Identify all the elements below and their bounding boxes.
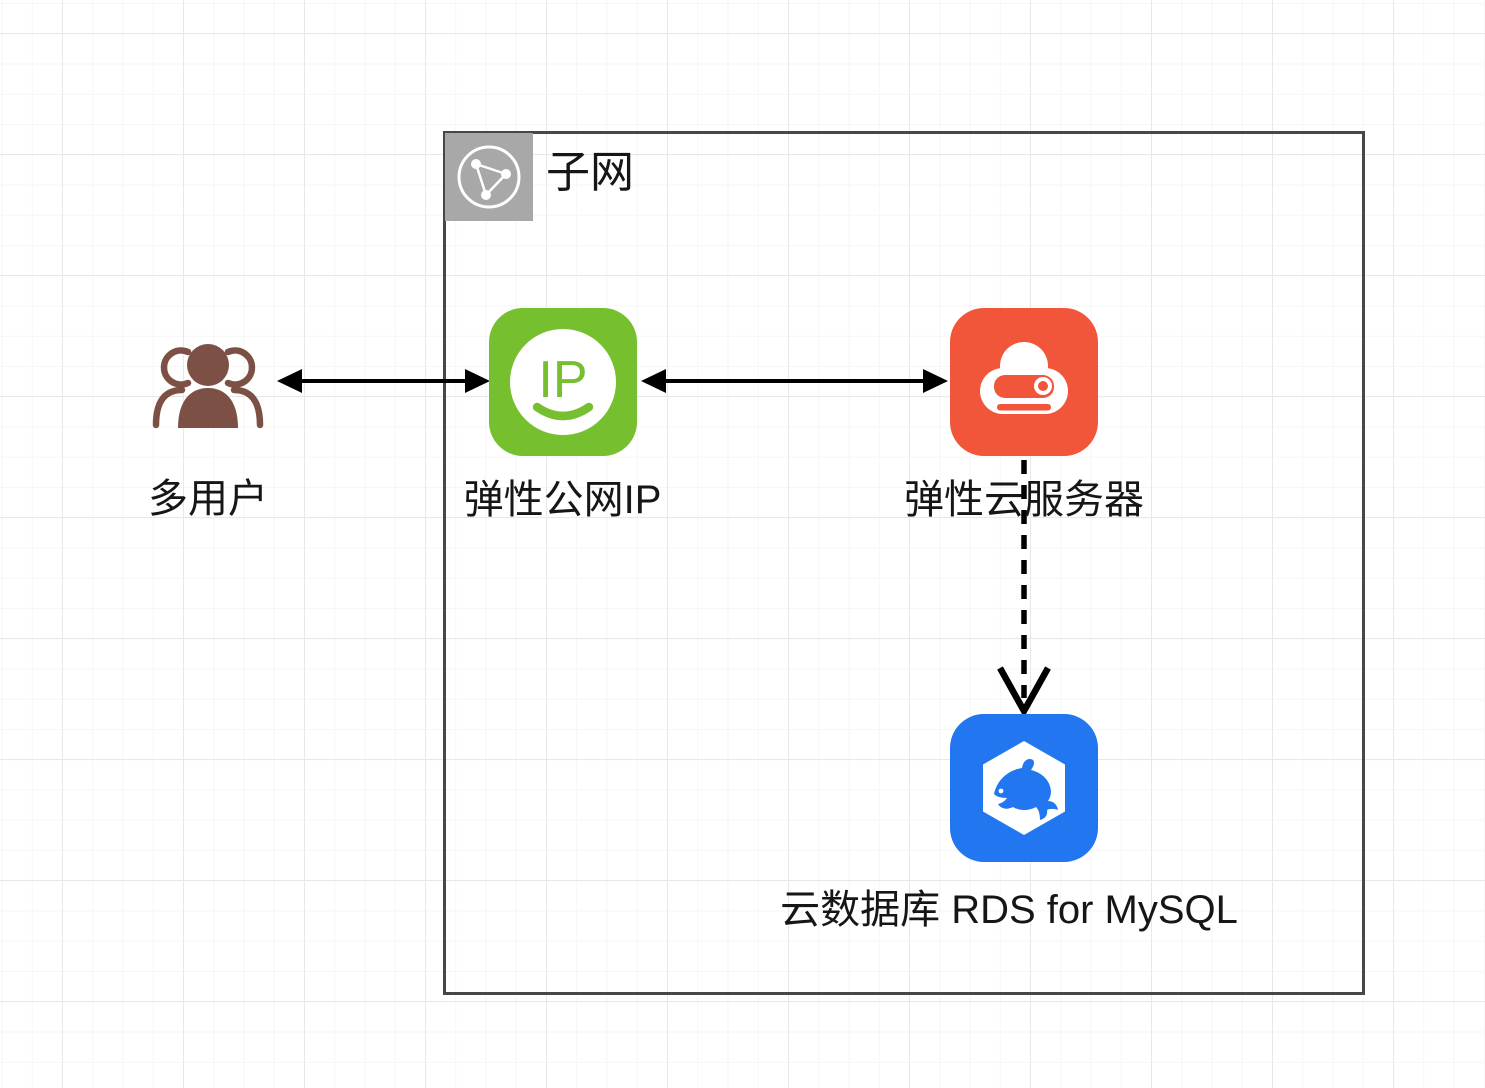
node-label-users: 多用户 [148, 477, 268, 521]
node-eip[interactable]: IP [489, 308, 637, 456]
subnet-label: 子网 [546, 148, 634, 197]
node-label-ecs: 弹性云服务器 [904, 478, 1144, 522]
node-users[interactable] [148, 338, 268, 434]
node-ecs[interactable] [950, 308, 1098, 456]
node-rds[interactable] [950, 714, 1098, 862]
node-label-eip: 弹性公网IP [463, 478, 662, 522]
subnet-container[interactable]: 子网 [443, 131, 1365, 995]
rds-icon [950, 714, 1098, 862]
node-label-rds: 云数据库 RDS for MySQL [780, 888, 1238, 932]
ecs-icon [950, 308, 1098, 456]
eip-icon-text: IP [538, 351, 587, 409]
users-icon [152, 344, 264, 429]
subnet-icon [445, 133, 533, 221]
eip-icon: IP [489, 308, 637, 456]
